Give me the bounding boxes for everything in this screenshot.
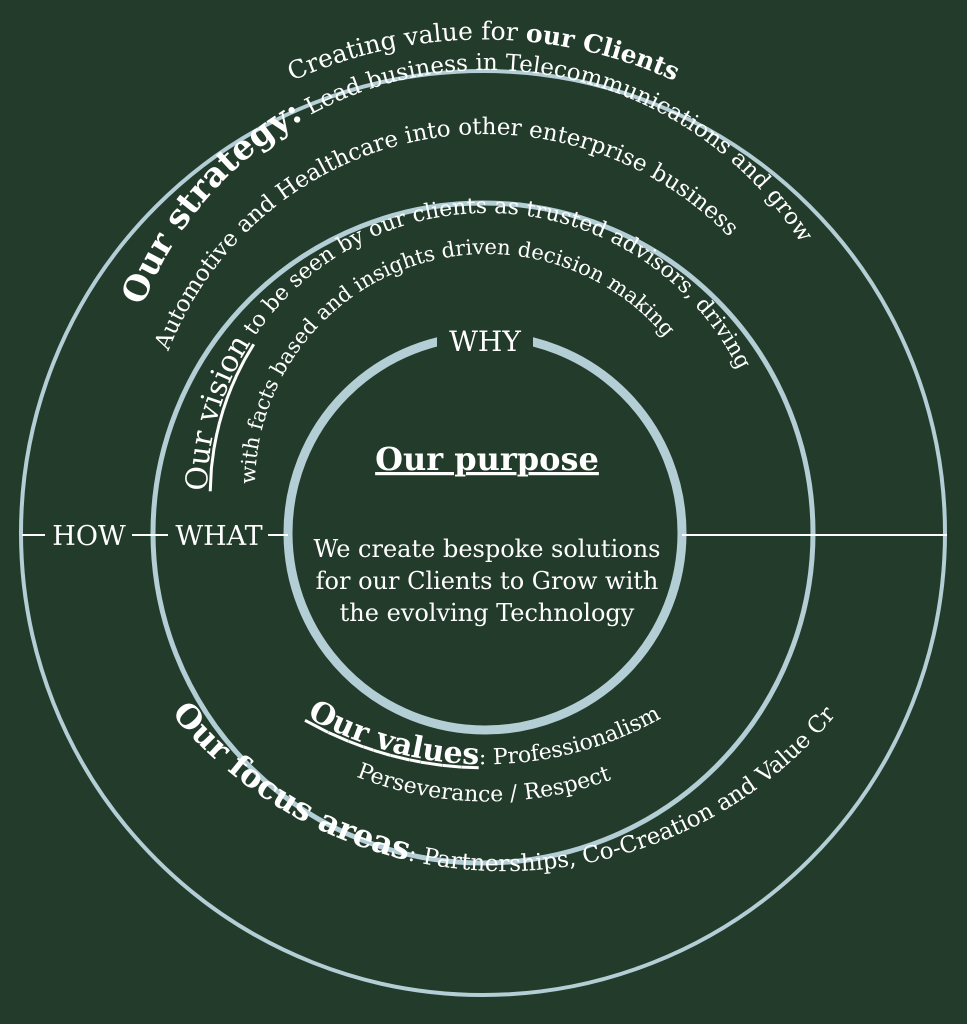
what-label: WHAT	[175, 521, 262, 552]
inner-ring	[283, 331, 687, 735]
outer-ring	[19, 69, 947, 997]
purpose-line-2: for our Clients to Grow with	[316, 567, 659, 595]
purpose-line-3: the evolving Technology	[340, 599, 635, 627]
purpose-line-1: We create bespoke solutions	[314, 535, 661, 563]
why-label-background	[437, 323, 533, 357]
how-label: HOW	[52, 521, 126, 552]
middle-ring	[150, 200, 816, 866]
purpose-title: Our purpose	[375, 440, 599, 478]
why-label: WHY	[449, 325, 521, 358]
